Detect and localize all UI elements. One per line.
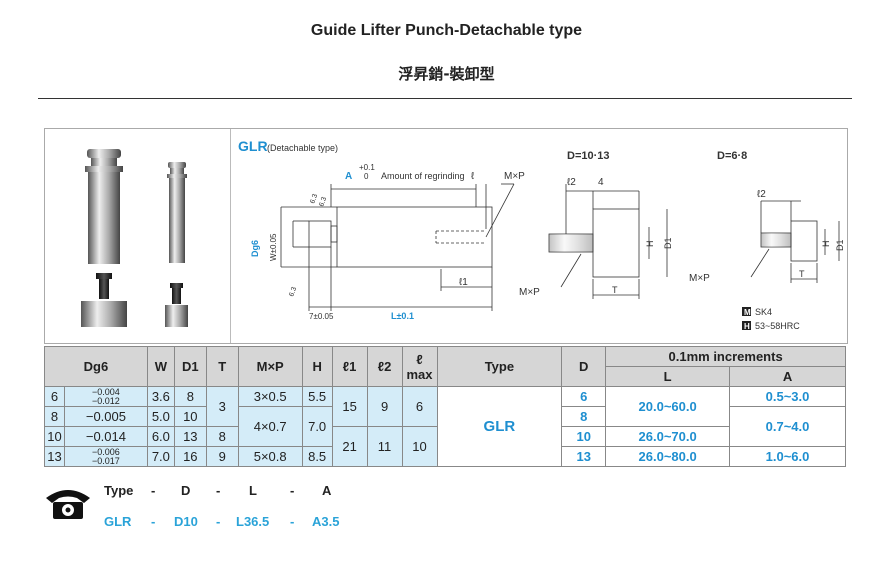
header-l2: ℓ2 [366,346,403,387]
mxp-label-a: M×P [519,287,540,298]
t-label-a: T [612,285,618,295]
header-L: L [605,366,731,387]
header-l1: ℓ1 [331,346,368,387]
type-cell: GLR [436,386,563,467]
h-label-b: H [821,241,831,248]
telephone-icon [46,490,90,519]
order-example: Type - D - L - A GLR - D10 - L36.5 - A3.… [44,478,444,538]
header-rule [38,98,852,99]
table-row: 13 −0.006−0.017 7.0 16 9 5×0.8 8.5 13 26… [44,446,846,467]
four-label: 4 [598,177,604,188]
material-h-text: 53~58HRC [755,321,800,331]
header-type: Type [436,346,563,387]
seven-tol-label: 7±0.05 [309,312,334,321]
material-h-letter: H [744,322,750,331]
l-tol-label: L±0.1 [391,311,414,321]
header-h: H [301,346,333,387]
roughness-1: 6.3 [309,193,319,205]
ell2-label-b: ℓ2 [757,189,766,200]
t-label-b: T [799,269,805,279]
tolerance-a-label: A [345,171,352,182]
header-w: W [146,346,175,387]
roughness-2: 6.3 [318,196,328,208]
ell2-label-a: ℓ2 [567,177,576,188]
h-label-a: H [645,241,655,248]
ell-label: ℓ [471,171,475,182]
page-subtitle: 浮昇銷-裝卸型 [398,65,495,83]
header-A: A [729,366,846,387]
table-row: 10 −0.014 6.0 13 8 21 11 10 10 26.0~70.0 [44,426,846,467]
drawing-type-label: GLR [238,138,268,154]
header-d1: D1 [173,346,207,387]
w-tol-label: W±0.05 [269,233,278,261]
header-d: D [561,346,607,387]
material-m-badge [742,307,751,316]
material-m-letter: M [744,308,751,317]
roughness-3: 6.3 [288,286,298,298]
table-row: 8 −0.005 5.0 10 4×0.7 7.0 8 0.7~4.0 [44,406,846,447]
tolerance-top: +0.1 [359,163,375,172]
d-68-label: D=6·8 [717,150,747,162]
d1-label-a: D1 [663,237,673,249]
header-increments: 0.1mm increments [605,346,846,367]
page-title: Guide Lifter Punch-Detachable type [310,22,583,39]
header-dg6: Dg6 [44,346,148,387]
regrind-label: Amount of regrinding [381,171,465,181]
header-t: T [205,346,239,387]
diagram-box: GLR (Detachable type) A +0.1 0 Amount of… [44,128,848,344]
mxp-label-b: M×P [689,273,710,284]
material-m-text: SK4 [755,307,772,317]
dg6-label: Dg6 [250,240,260,257]
d1-label-b: D1 [835,239,845,251]
material-h-badge [742,321,751,330]
product-photos [45,129,231,343]
d-1013-label: D=10·13 [567,150,610,162]
technical-drawing: GLR (Detachable type) A +0.1 0 Amount of… [238,138,845,331]
drawing-type-desc: (Detachable type) [267,143,338,153]
tolerance-bottom: 0 [364,172,369,181]
mxp-label-main: M×P [504,171,525,182]
product-photo-illustration [81,149,188,327]
ell1-label: ℓ1 [459,277,468,288]
header-mxp: M×P [237,346,303,387]
table-row: 6 −0.004−0.012 3.6 8 3 3×0.5 5.5 15 9 6 … [44,386,846,467]
